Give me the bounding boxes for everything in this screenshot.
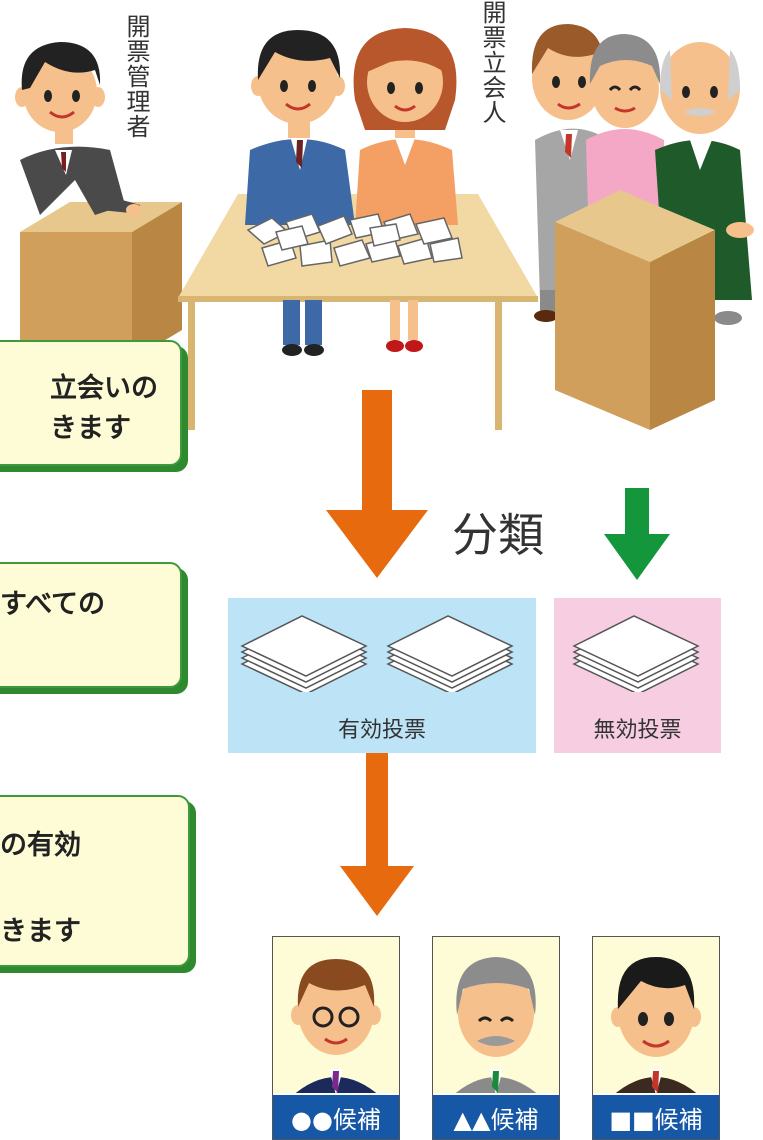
callout-3-line-2: きます bbox=[0, 916, 81, 947]
invalid-ballot-stack bbox=[572, 615, 700, 692]
valid-votes-label: 有効投票 bbox=[337, 718, 426, 743]
candidate-3-label: ■■候補 bbox=[593, 1093, 719, 1139]
candidate-1-label: ●●候補 bbox=[273, 1093, 399, 1139]
invalid-votes-label: 無効投票 bbox=[593, 718, 682, 743]
valid-votes-panel: 有効投票 bbox=[228, 598, 536, 753]
manager-person bbox=[15, 42, 142, 216]
candidate-2-portrait bbox=[451, 957, 541, 1097]
seated-woman bbox=[353, 28, 458, 352]
candidate-1-portrait bbox=[291, 959, 381, 1097]
callout-1-line-2: きます bbox=[50, 413, 131, 444]
seated-man bbox=[245, 30, 355, 356]
candidate-card-1: ●●候補 bbox=[272, 936, 400, 1140]
callout-3-line-1: の有効 bbox=[0, 830, 81, 861]
invalid-votes-panel: 無効投票 bbox=[554, 598, 721, 753]
witness-group bbox=[531, 24, 754, 325]
counting-witness-label: 開票立会人 bbox=[478, 0, 506, 125]
classify-label: 分類 bbox=[452, 508, 544, 562]
witness-ballot-box bbox=[555, 190, 715, 430]
ballot-pile bbox=[246, 213, 463, 267]
candidate-2-label: ▲▲候補 bbox=[433, 1093, 559, 1139]
counting-manager-label: 開票管理者 bbox=[122, 14, 150, 139]
candidate-card-3: ■■候補 bbox=[592, 936, 720, 1140]
callout-box-2: すべての bbox=[0, 562, 182, 688]
callout-2-line-1: すべての bbox=[0, 589, 106, 620]
callout-box-1: 立会いの きます bbox=[0, 340, 182, 466]
callout-box-3: の有効 きます bbox=[0, 795, 190, 967]
callout-1-line-1: 立会いの bbox=[50, 373, 158, 404]
counting-scene-illustration bbox=[15, 24, 754, 430]
green-arrow-down bbox=[604, 488, 670, 580]
orange-arrow-down-1 bbox=[326, 390, 428, 578]
orange-arrow-down-2 bbox=[340, 748, 414, 916]
valid-ballot-stack-2 bbox=[386, 615, 514, 692]
candidate-3-portrait bbox=[611, 957, 701, 1097]
candidate-card-2: ▲▲候補 bbox=[432, 936, 560, 1140]
valid-ballot-stack-1 bbox=[240, 615, 368, 692]
